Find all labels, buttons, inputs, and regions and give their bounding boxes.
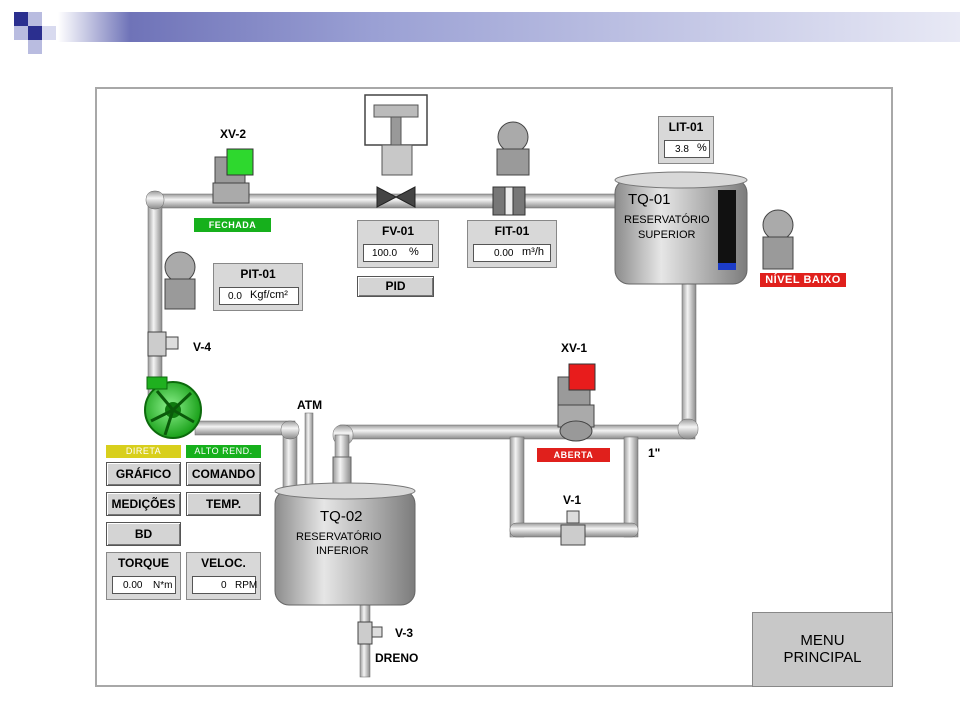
veloc-panel: VELOC. 0 RPM [186,552,261,600]
fit01-field: 0.00 m³/h [473,244,551,262]
atm-label: ATM [297,398,323,412]
xv2-tag: XV-2 [220,127,247,141]
pipe-left-vertical [147,198,163,400]
tq01-desc-line2: SUPERIOR [638,229,696,241]
grafico-button[interactable]: GRÁFICO [106,462,181,486]
tq02-tag: TQ-02 [320,508,363,525]
pipe-bypass-right [623,436,639,538]
lit01-value: 3.8 [675,144,689,155]
xv1-status: ABERTA [537,448,610,462]
veloc-label: VELOC. [201,556,246,570]
v1-tag: V-1 [563,493,582,507]
fit01-unit: m³/h [522,246,544,258]
process-diagram [144,94,794,678]
v4-tag: V-4 [193,340,212,354]
pipe-tq01-outlet [681,281,697,428]
pit01-field: 0.0 Kgf/cm² [219,287,299,305]
pipe-size-label: 1" [648,446,661,460]
fit01-tag: FIT-01 [494,224,530,238]
pid-button[interactable]: PID [357,276,434,297]
lit01-panel: LIT-01 3.8 % [658,116,714,164]
slide-square-dark-1 [14,12,28,26]
tq01-alarm: NÍVEL BAIXO [760,273,846,287]
tank-tq01-level-bar [718,190,736,270]
fv01-unit: % [409,246,419,258]
veloc-unit: RPM [235,580,258,591]
torque-panel: TORQUE 0.00 N*m [106,552,181,600]
dreno-label: DRENO [375,651,419,665]
tank-tq01-level-fill [718,263,736,270]
pipe-bypass-left [509,436,525,538]
slide-square-light-1 [28,12,42,26]
lit01-field: 3.8 % [664,140,710,158]
veloc-value: 0 [221,580,227,591]
tank-tq02-funnel [332,456,352,488]
tq02-desc-line2: INFERIOR [316,545,369,557]
xv2-status: FECHADA [194,218,271,232]
fv01-value: 100.0 [372,248,398,259]
pipe-elbow-middle-right [677,418,699,440]
slide-square-dark-2 [28,26,42,40]
torque-unit: N*m [153,580,173,591]
slide-square-light-2 [14,26,28,40]
slide-square-light-4 [42,26,56,40]
comando-button[interactable]: COMANDO [186,462,261,486]
pipe-elbow-tq02 [280,420,300,440]
pit01-unit: Kgf/cm² [250,289,288,301]
fv01-panel: FV-01 100.0 % [357,220,439,268]
medicoes-button[interactable]: MEDIÇÕES [106,492,181,516]
slide-square-light-3 [28,40,42,54]
menu-line2: PRINCIPAL [783,649,862,666]
tq01-tag: TQ-01 [628,191,671,208]
pit01-panel: PIT-01 0.0 Kgf/cm² [213,263,303,311]
temp-button[interactable]: TEMP. [186,492,261,516]
menu-line1: MENU [800,632,845,649]
veloc-field: 0 RPM [192,576,258,594]
tq01-desc-line1: RESERVATÓRIO [624,214,710,226]
slide-title-bar [58,12,960,42]
mode-alto-rend: ALTO REND. [186,445,261,458]
v3-tag: V-3 [395,626,414,640]
xv1-tag: XV-1 [561,341,588,355]
fit01-panel: FIT-01 0.00 m³/h [467,220,557,268]
tq02-desc-line1: RESERVATÓRIO [296,531,382,543]
torque-label: TORQUE [117,556,170,570]
lit01-unit: % [697,142,707,154]
mode-direta: DIRETA [106,445,181,458]
torque-value: 0.00 [123,580,143,591]
lit01-tag: LIT-01 [668,120,704,134]
fv01-field: 100.0 % [363,244,433,262]
menu-principal-button[interactable]: MENU PRINCIPAL [752,612,893,687]
pit01-tag: PIT-01 [240,267,276,281]
fv01-tag: FV-01 [381,224,414,238]
fit01-value: 0.00 [494,248,514,259]
pipe-elbow-top-left [145,190,165,210]
pipe-pump-outlet [194,420,296,436]
pit01-value: 0.0 [228,291,242,302]
torque-field: 0.00 N*m [112,576,176,594]
bd-button[interactable]: BD [106,522,181,546]
